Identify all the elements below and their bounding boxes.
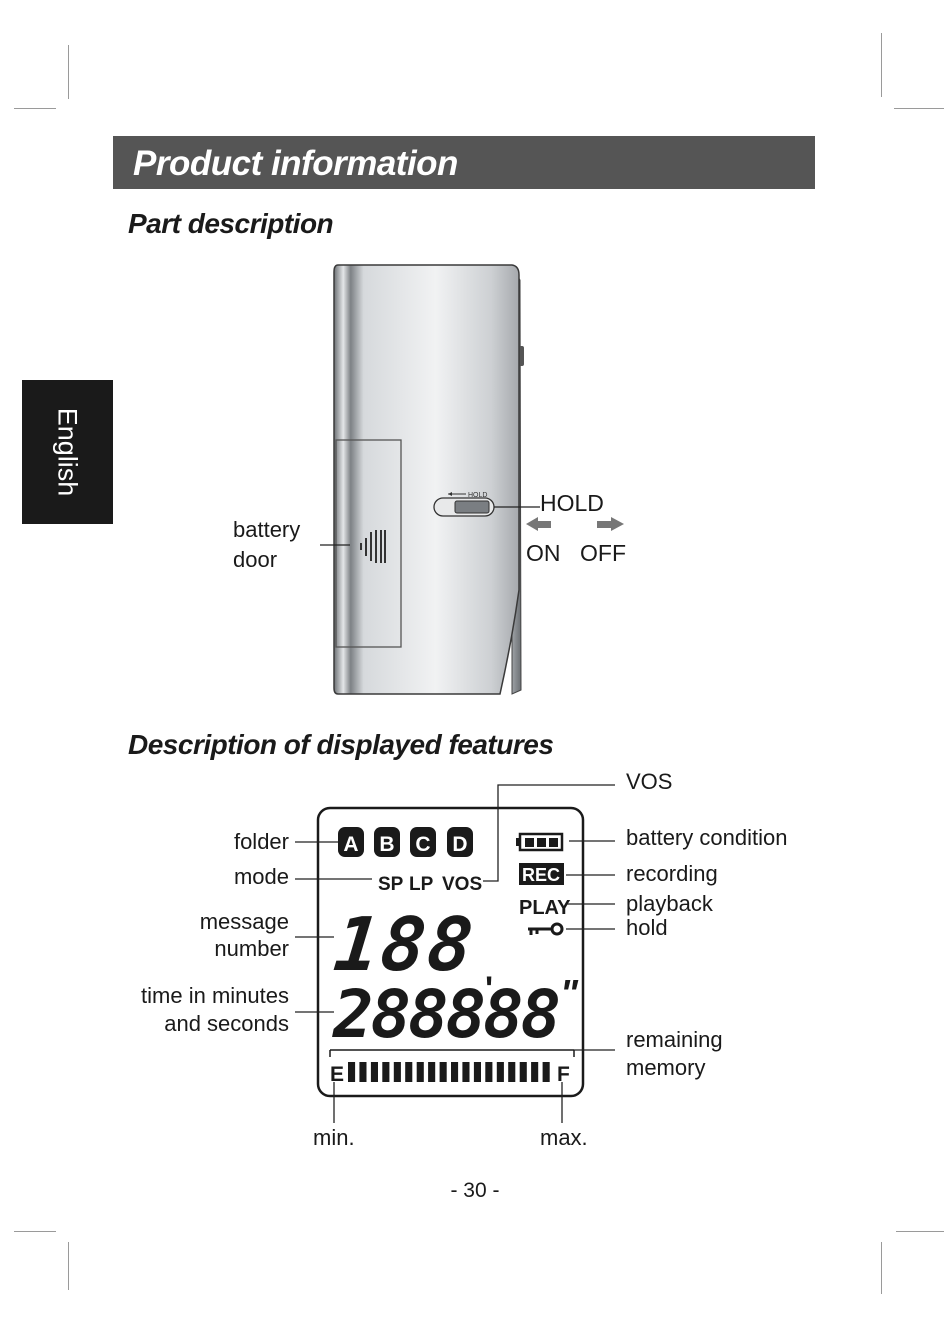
hold-switch-knob xyxy=(454,500,490,514)
memory-segment xyxy=(531,1062,539,1082)
second-mark: " xyxy=(560,973,579,1015)
battery-door-label-1: battery xyxy=(233,517,301,542)
off-label: OFF xyxy=(580,540,626,566)
battery-door-grip xyxy=(360,530,386,563)
crop-mark xyxy=(881,33,882,97)
mode-sp: SP xyxy=(378,874,404,895)
arrow-left-icon xyxy=(526,517,551,531)
page-title: Product information xyxy=(133,144,458,183)
time-label-1: time in minutes xyxy=(141,983,289,1008)
battery-icon xyxy=(516,832,564,852)
crop-mark xyxy=(881,1242,882,1294)
crop-mark xyxy=(894,108,944,109)
crop-mark xyxy=(14,108,56,109)
language-tab: English xyxy=(22,380,113,524)
rec-text: REC xyxy=(522,865,560,885)
hold-label: HOLD xyxy=(540,490,604,516)
on-label: ON xyxy=(526,540,561,566)
memory-segment xyxy=(508,1062,516,1082)
hold-status-label: hold xyxy=(626,915,668,940)
memory-segment xyxy=(451,1062,459,1082)
folder-b: B xyxy=(379,833,394,856)
time-label-2: and seconds xyxy=(164,1011,289,1036)
time-digits: 288888 xyxy=(332,976,558,1053)
minute-mark: ' xyxy=(485,970,493,1008)
memory-segment xyxy=(542,1062,550,1082)
battery-door xyxy=(335,439,402,648)
memory-segment xyxy=(428,1062,436,1082)
memory-segment xyxy=(405,1062,413,1082)
crop-mark xyxy=(68,45,69,99)
arrow-right-icon xyxy=(597,517,624,531)
memory-segment xyxy=(485,1062,493,1082)
lcd-frame xyxy=(316,806,585,1098)
hold-switch-label: HOLD xyxy=(468,492,487,499)
rec-badge xyxy=(519,863,564,885)
remaining-label-2: memory xyxy=(626,1055,706,1080)
remaining-label-1: remaining xyxy=(626,1027,723,1052)
crop-mark xyxy=(68,1242,69,1290)
title-bar: Product information xyxy=(113,136,815,189)
message-label-2: number xyxy=(214,936,289,961)
memory-bar-segments xyxy=(348,1062,550,1082)
vos-label: VOS xyxy=(626,769,673,794)
crop-mark xyxy=(14,1231,56,1232)
crop-mark xyxy=(896,1231,944,1232)
memory-segment xyxy=(416,1062,424,1082)
memory-full-label: F xyxy=(557,1063,570,1086)
folder-a: A xyxy=(343,833,358,856)
section-heading-display: Description of displayed features xyxy=(128,729,554,760)
min-label: min. xyxy=(313,1125,355,1150)
memory-segment xyxy=(393,1062,401,1082)
section-heading-part: Part description xyxy=(128,208,334,239)
memory-segment xyxy=(359,1062,367,1082)
memory-segment xyxy=(519,1062,527,1082)
memory-segment xyxy=(382,1062,390,1082)
recording-label: recording xyxy=(626,861,718,886)
memory-segment xyxy=(370,1062,378,1082)
memory-segment xyxy=(473,1062,481,1082)
mode-lp: LP xyxy=(409,874,434,895)
mode-label: mode xyxy=(233,864,289,889)
folder-badges: A B C D xyxy=(338,827,473,857)
message-label-1: message xyxy=(199,909,289,934)
memory-segment xyxy=(462,1062,470,1082)
playback-label: playback xyxy=(626,891,713,916)
mode-vos: VOS xyxy=(442,874,482,895)
memory-segment xyxy=(348,1062,356,1082)
folder-d: D xyxy=(452,833,467,856)
play-text: PLAY xyxy=(519,897,571,919)
memory-segment xyxy=(496,1062,504,1082)
battery-condition-label: battery condition xyxy=(626,825,788,850)
folder-c: C xyxy=(415,833,430,856)
max-label: max. xyxy=(540,1125,588,1150)
memory-empty-label: E xyxy=(330,1063,344,1086)
message-digits: 188 xyxy=(330,902,479,988)
key-icon xyxy=(528,922,564,936)
page-number: - 30 - xyxy=(450,1179,500,1202)
memory-segment xyxy=(439,1062,447,1082)
battery-door-label-2: door xyxy=(233,547,278,572)
folder-label: folder xyxy=(233,829,289,854)
device-body xyxy=(333,264,520,695)
